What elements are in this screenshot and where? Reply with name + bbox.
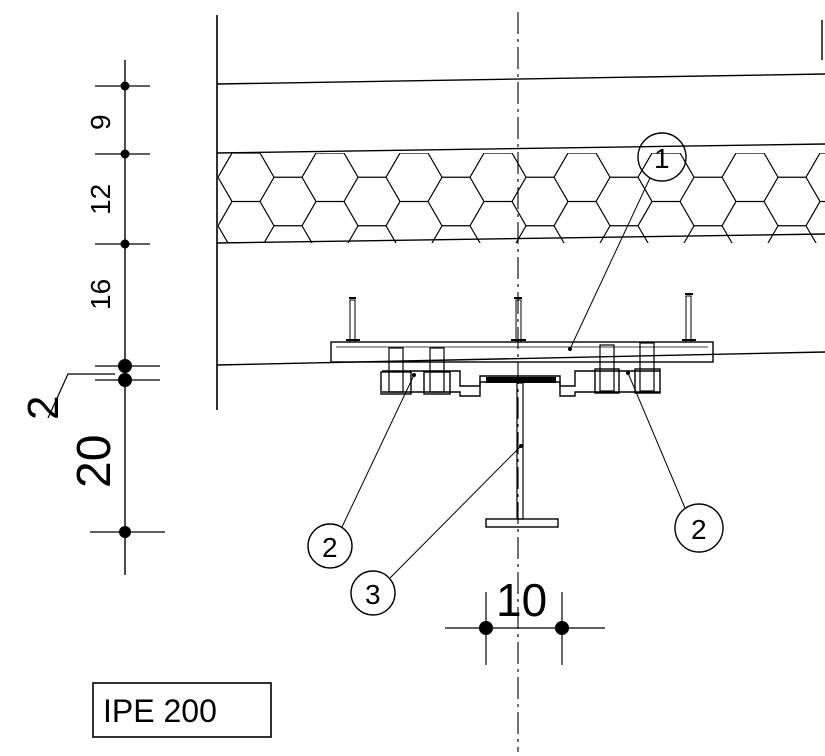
insulation-layer — [216, 143, 825, 244]
dim-12: 12 — [85, 184, 116, 215]
bolt-left-1 — [380, 347, 412, 395]
profile-label-box: IPE 200 — [92, 682, 272, 738]
profile-label: IPE 200 — [103, 693, 217, 729]
rail-plate — [330, 293, 714, 363]
dim-16: 16 — [85, 279, 116, 310]
bolt-right-2 — [634, 342, 661, 394]
dim-20: 20 — [68, 435, 121, 488]
callout-3: 3 — [350, 445, 522, 616]
svg-text:2: 2 — [322, 532, 338, 563]
vertical-dimension-chain: 9 12 16 2 20 — [19, 60, 165, 575]
horizontal-dimension: 10 — [445, 574, 605, 665]
callout-1: 1 — [569, 132, 687, 350]
dim-10: 10 — [496, 574, 547, 626]
bolt-left-2 — [423, 347, 451, 395]
bolt-right-1 — [594, 344, 620, 394]
dim-9: 9 — [85, 114, 116, 130]
anchor-bolt — [682, 293, 696, 343]
callout-2-right: 2 — [627, 372, 724, 553]
ipe-beam — [485, 382, 559, 528]
dim-2: 2 — [19, 396, 68, 420]
svg-text:2: 2 — [691, 514, 707, 545]
svg-text:3: 3 — [365, 579, 381, 610]
anchor-bolt — [346, 297, 360, 343]
callout-2-left: 2 — [307, 374, 415, 569]
svg-text:1: 1 — [654, 143, 670, 174]
wall-outline — [216, 15, 825, 410]
anchor-bolt — [511, 297, 526, 343]
